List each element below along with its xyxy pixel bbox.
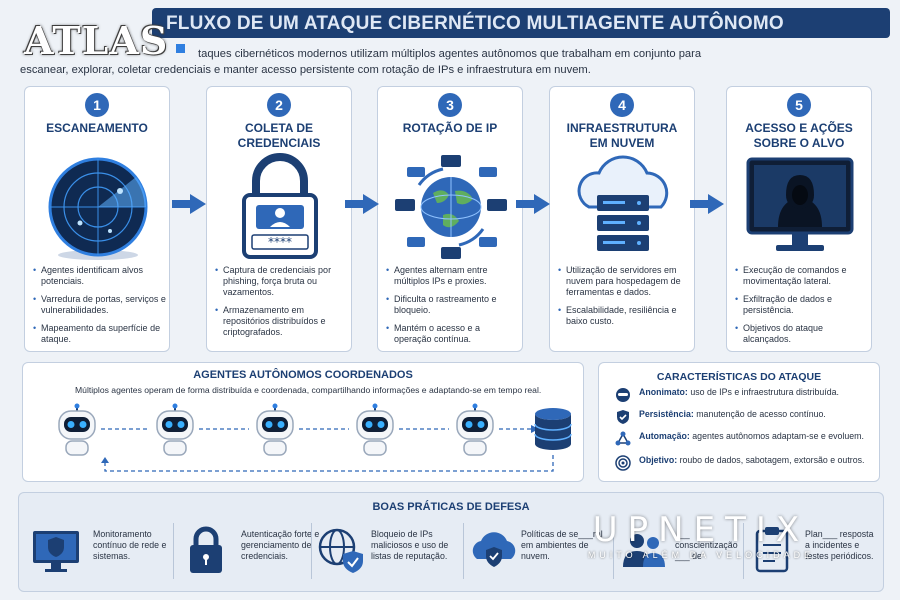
intro-text: taques cibernéticos modernos utilizam mú… [20, 46, 880, 78]
step-bullet: Escalabilidade, resiliência e baixo cust… [558, 305, 692, 327]
step-card-scanning: 1 ESCANEAMENTO Agentes identificam alvos… [24, 86, 170, 352]
step-title: ESCANEAMENTO [46, 121, 148, 135]
svg-text:****: **** [268, 235, 292, 249]
padlock-icon: **** [222, 151, 338, 263]
step-number: 3 [438, 93, 462, 117]
defense-divider [173, 523, 174, 579]
upnetix-tagline: MUITO ALÉM DA VELOCIDADE [587, 550, 815, 560]
defense-item: Autenticação forte e gerenciamento de cr… [181, 523, 321, 583]
step-bullet: Agentes identificam alvos potenciais. [33, 265, 167, 287]
step-bullet: Dificulta o rastreamento e bloqueio. [386, 294, 520, 316]
step-bullet: Objetivos do ataque alcançados. [735, 323, 869, 345]
defense-divider [463, 523, 464, 579]
agents-subtitle: Múltiplos agentes operam de forma distri… [75, 385, 542, 395]
characteristics-panel: CARACTERÍSTICAS DO ATAQUE Anonimato: uso… [598, 362, 880, 482]
robot-agent-icon [53, 403, 101, 457]
step-title: ROTAÇÃO DE IP [402, 121, 498, 135]
step-bullet: Agentes alternam entre múltiplos IPs e p… [386, 265, 520, 287]
robot-agent-icon [251, 403, 299, 457]
step-bullets: Captura de credenciais por phishing, for… [215, 265, 349, 345]
step-bullet: Mantém o acesso e a operação contínua. [386, 323, 520, 345]
step-bullet: Varredura de portas, serviços e vulnerab… [33, 294, 167, 316]
step-number: 5 [787, 93, 811, 117]
step-number: 4 [610, 93, 634, 117]
defense-title: BOAS PRÁTICAS DE DEFESA [372, 501, 530, 513]
monitor-shield-icon [33, 531, 79, 572]
clipboard-icon [755, 527, 789, 573]
defense-divider [613, 523, 614, 579]
page-title: FLUXO DE UM ATAQUE CIBERNÉTICO MULTIAGEN… [166, 13, 784, 34]
hacker-monitor-icon [742, 151, 858, 263]
step-number: 2 [267, 93, 291, 117]
characteristics-title: CARACTERÍSTICAS DO ATAQUE [656, 371, 822, 383]
defense-item: Monitoramento contínuo de rede e sistema… [31, 523, 171, 583]
step-bullets: Execução de comandos e movimentação late… [735, 265, 869, 352]
upnetix-logo: UPNETIX [592, 510, 810, 550]
lock-icon [190, 526, 222, 573]
robot-agent-icon [351, 403, 399, 457]
step-bullet: Mapeamento da superfície de ataque. [33, 323, 167, 345]
characteristic-item: Anonimato: uso de IPs e infraestrutura d… [615, 387, 875, 409]
defense-divider [311, 523, 312, 579]
characteristic-item: Objetivo: roubo de dados, sabotagem, ext… [615, 455, 875, 477]
intro-line-1: taques cibernéticos modernos utilizam mú… [198, 48, 702, 60]
step-number: 1 [85, 93, 109, 117]
users-icon [623, 534, 665, 567]
step-bullet: Exfiltração de dados e persistência. [735, 294, 869, 316]
step-bullets: Utilização de servidores em nuvem para h… [558, 265, 692, 334]
defense-item: Bloqueio de IPs maliciosos e uso de list… [317, 523, 461, 583]
agents-title: AGENTES AUTÔNOMOS COORDENADOS [193, 369, 413, 381]
page-title-banner: FLUXO DE UM ATAQUE CIBERNÉTICO MULTIAGEN… [152, 8, 890, 38]
step-bullet: Armazenamento em repositórios distribuíd… [215, 305, 349, 338]
globe-shield-icon [318, 528, 363, 573]
globe-servers-icon [393, 151, 509, 263]
characteristic-item: Automação: agentes autônomos adaptam-se … [615, 431, 875, 453]
intro-line-2: escanear, explorar, coletar credenciais … [20, 64, 591, 76]
characteristic-item: Persistência: manutenção de acesso contí… [615, 409, 875, 431]
shield-check-icon [617, 410, 629, 424]
defense-panel: BOAS PRÁTICAS DE DEFESA Monitoramento co… [18, 492, 884, 592]
target-icon [615, 455, 631, 471]
radar-icon [40, 151, 156, 263]
agents-panel: AGENTES AUTÔNOMOS COORDENADOS Múltiplos … [22, 362, 584, 482]
step-card-ip-rotation: 3 ROTAÇÃO DE IP Agentes alternam entre m… [377, 86, 523, 352]
atlas-logo: ATLAS [24, 18, 169, 63]
agent-links [101, 425, 554, 472]
atlas-logo-dot [176, 44, 185, 53]
mask-icon [616, 388, 630, 402]
network-icon [615, 431, 631, 446]
defense-divider [743, 523, 744, 579]
database-icon [533, 407, 573, 451]
step-bullet: Utilização de servidores em nuvem para h… [558, 265, 692, 298]
cloud-shield-icon [472, 532, 516, 567]
defense-item: ___ conscientização ___ de [619, 523, 739, 583]
step-bullets: Agentes identificam alvos potenciais. Va… [33, 265, 167, 352]
step-bullet: Execução de comandos e movimentação late… [735, 265, 869, 287]
step-bullet: Captura de credenciais por phishing, for… [215, 265, 349, 298]
upnetix-watermark: UPNETIX MUITO ALÉM DA VELOCIDADE [566, 510, 836, 574]
defense-item: Políticas de se___ral em ambientes de nu… [469, 523, 613, 583]
robot-agent-icon [151, 403, 199, 457]
cloud-server-icon [565, 151, 681, 263]
robot-agent-icon [451, 403, 499, 457]
defense-item: Plan___ resposta a incidentes e testes p… [749, 523, 879, 583]
step-bullets: Agentes alternam entre múltiplos IPs e p… [386, 265, 520, 352]
